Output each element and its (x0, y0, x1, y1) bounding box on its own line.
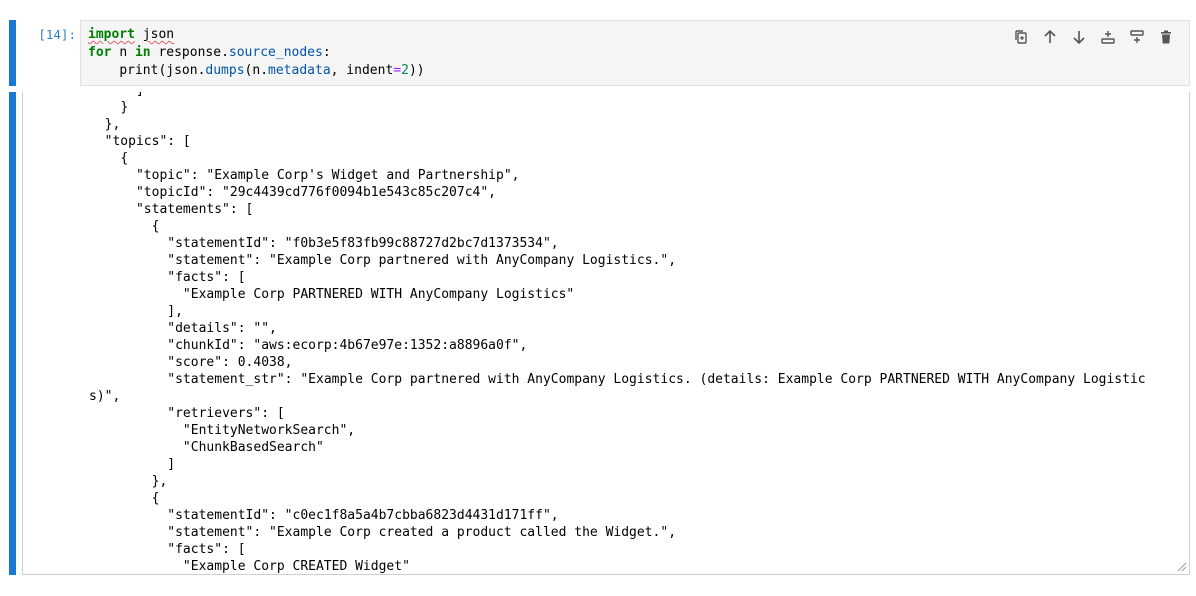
code-editor[interactable]: import json for n in response.source_nod… (80, 20, 1190, 86)
keyword-import: import (88, 27, 135, 42)
attribute-source-nodes: source_nodes (228, 45, 323, 60)
print-call: print(json. (119, 63, 206, 78)
code-text[interactable]: import json for n in response.source_nod… (88, 26, 425, 80)
input-collapser[interactable] (9, 20, 16, 86)
object-name: response (158, 45, 222, 60)
output-area[interactable]: ] } }, "topics": [ { "topic": "Example C… (22, 92, 1190, 575)
module-name: json (142, 27, 175, 42)
insert-above-icon (1101, 31, 1115, 44)
insert-below-icon (1130, 30, 1144, 43)
insert-below-button[interactable] (1126, 27, 1148, 47)
dot-operator: . (221, 45, 229, 60)
args-open: (n. (244, 63, 269, 78)
output-collapser[interactable] (9, 92, 16, 575)
equals-operator: = (393, 63, 402, 78)
copy-icon (1015, 30, 1027, 44)
move-up-button[interactable] (1039, 27, 1061, 47)
colon: : (322, 45, 331, 60)
delete-cell-button[interactable] (1155, 27, 1177, 47)
number-literal: 2 (401, 63, 409, 78)
move-down-button[interactable] (1068, 27, 1090, 47)
attribute-dumps: dumps (205, 63, 245, 78)
args-indent: , indent (330, 63, 394, 78)
output-cell: ] } }, "topics": [ { "topic": "Example C… (0, 92, 1196, 576)
arrow-down-icon (1073, 31, 1085, 45)
cell-toolbar (1010, 27, 1177, 47)
resize-grip-icon[interactable] (1177, 562, 1187, 572)
input-prompt: [14]: (38, 27, 76, 42)
keyword-in: in (134, 45, 151, 60)
duplicate-cell-button[interactable] (1010, 27, 1032, 47)
attribute-metadata: metadata (268, 63, 331, 78)
keyword-for: for (88, 45, 112, 60)
indent (88, 63, 119, 78)
args-close: )) (408, 63, 425, 78)
json-output-text: ] } }, "topics": [ { "topic": "Example C… (89, 92, 1146, 574)
arrow-up-icon (1044, 29, 1056, 43)
code-cell[interactable]: [14]: import json for n in response.sour… (0, 20, 1196, 86)
trash-icon (1161, 30, 1171, 44)
loop-variable: n (119, 45, 128, 60)
insert-above-button[interactable] (1097, 27, 1119, 47)
